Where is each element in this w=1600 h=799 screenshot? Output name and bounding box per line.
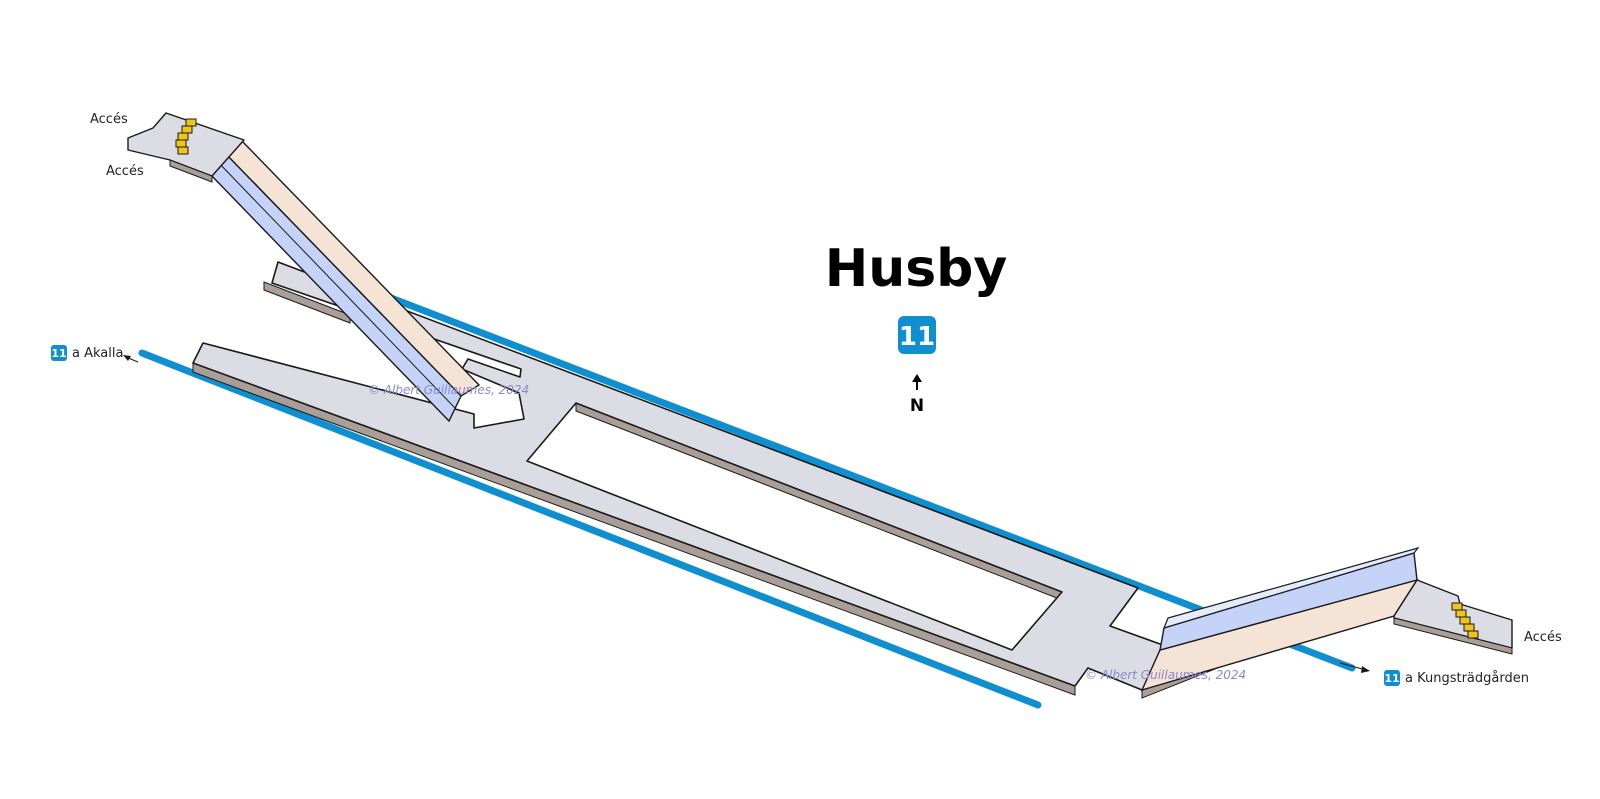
stairs-se: [1451, 602, 1479, 639]
direction-west-text: a Akalla: [72, 346, 123, 361]
line-badge-east-text: 11: [1384, 672, 1399, 685]
void-inner-edge: [575, 402, 1063, 601]
access-nw-side: [169, 159, 213, 183]
access-label-nw-bottom: Accés: [106, 164, 144, 179]
direction-arrows: [123, 355, 1370, 673]
direction-east-text: a Kungsträdgården: [1405, 671, 1529, 686]
access-northwest: [127, 112, 245, 183]
credit-b: © Albert Guillaumes, 2024: [1085, 668, 1246, 682]
line-badge-east: [1384, 670, 1400, 686]
line-badge-main-text: 11: [899, 322, 935, 352]
direction-east-label: 11 a Kungsträdgården: [1384, 670, 1529, 686]
credit-a: © Albert Guillaumes, 2024: [368, 383, 529, 397]
compass: N: [910, 374, 924, 416]
stairs-nw: [175, 118, 197, 155]
track-north: [374, 289, 1356, 672]
compass-label: N: [910, 396, 924, 416]
line-badge-main: [898, 316, 936, 354]
direction-west-label: 11 a Akalla: [51, 345, 123, 361]
station-title: Husby: [825, 239, 1008, 299]
tracks: [138, 289, 1356, 709]
arrow-east-head: [1361, 666, 1370, 673]
escalator-se-top: [1162, 546, 1420, 629]
line-badge-west: [51, 345, 67, 361]
compass-arrow-head-icon: [912, 374, 922, 382]
access-label-se: Accés: [1524, 630, 1562, 645]
platform-side-north: [263, 281, 351, 324]
track-south: [138, 349, 1042, 709]
escalator-nw-handrail: [215, 159, 456, 409]
line-badge-west-text: 11: [51, 347, 66, 360]
platform-structure: [192, 261, 1231, 699]
access-label-nw-top: Accés: [90, 112, 128, 127]
platform-top: [192, 261, 1231, 691]
arrow-west-head: [123, 355, 131, 361]
access-southeast: [1393, 579, 1513, 655]
